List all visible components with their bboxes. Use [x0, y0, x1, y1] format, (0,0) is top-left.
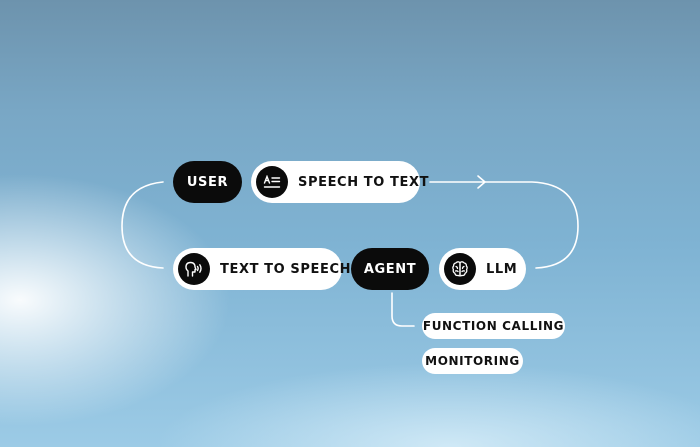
agent-node: AGENT [351, 248, 429, 290]
arrow-head [477, 175, 486, 189]
monitoring-label: MONITORING [425, 354, 520, 368]
connector-user-to-tts [121, 181, 164, 269]
llm-label: LLM [486, 261, 518, 277]
speaking-head-icon [178, 253, 210, 285]
agent-label: AGENT [363, 261, 417, 277]
text-to-speech-label: TEXT TO SPEECH [220, 261, 352, 277]
speech-to-text-node: SPEECH TO TEXT [251, 161, 428, 203]
user-label: USER [186, 174, 229, 190]
text-to-speech-node: TEXT TO SPEECH [173, 248, 350, 290]
monitoring-tag: MONITORING [422, 348, 523, 374]
user-node: USER [173, 161, 242, 203]
text-lines-icon [256, 166, 288, 198]
connector-stt-to-llm [429, 181, 579, 269]
llm-node: LLM [439, 248, 526, 290]
function-calling-tag: FUNCTION CALLING [422, 313, 565, 339]
speech-to-text-label: SPEECH TO TEXT [298, 174, 430, 190]
brain-icon [444, 253, 476, 285]
function-calling-label: FUNCTION CALLING [422, 319, 565, 333]
connector-agent-to-tools [391, 292, 415, 327]
